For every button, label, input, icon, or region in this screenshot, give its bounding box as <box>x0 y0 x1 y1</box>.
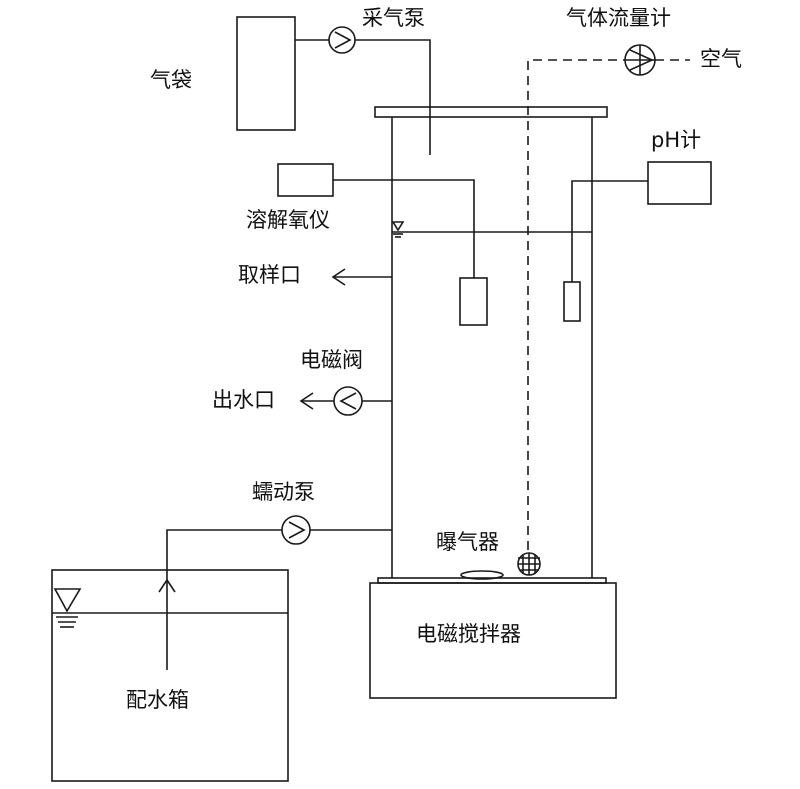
solenoid-valve-label: 电磁阀 <box>300 348 363 372</box>
ph-meter-label: pH计 <box>651 128 702 152</box>
do-meter-label: 溶解氧仪 <box>246 208 330 232</box>
feed-flow-arrow <box>158 578 176 593</box>
reactor-water-level-icon <box>391 221 405 238</box>
gas-flowmeter-label: 气体流量计 <box>566 6 671 30</box>
do-meter-box <box>277 163 334 197</box>
gas-bag-label: 气袋 <box>150 68 192 92</box>
feed-line-tank-to-pump <box>166 529 282 670</box>
do-probe <box>459 277 488 326</box>
water-outlet-arrow <box>299 392 314 410</box>
gas-flowmeter-symbol <box>624 44 656 76</box>
sampling-pump-label: 采气泵 <box>362 6 425 30</box>
air-label: 空气 <box>700 47 742 71</box>
air-dashed-line <box>527 59 625 550</box>
sampling-port-label: 取样口 <box>238 263 301 287</box>
water-outlet-label: 出水口 <box>212 388 275 412</box>
solenoid-valve-symbol <box>333 386 363 416</box>
water-tank-label: 配水箱 <box>126 688 189 712</box>
ph-meter-box <box>647 161 712 205</box>
gas-bag-box <box>236 16 296 131</box>
ph-probe <box>563 281 581 322</box>
aerator-symbol <box>517 552 541 576</box>
ph-probe-cable <box>571 180 648 282</box>
tank-water-level-icon <box>53 588 82 628</box>
peristaltic-pump-symbol <box>281 515 311 545</box>
sampling-pump-symbol <box>328 26 356 54</box>
reactor-top-lid <box>374 106 608 118</box>
do-probe-cable <box>333 179 475 278</box>
magnetic-stirrer-box <box>369 582 617 699</box>
stir-bar <box>460 570 504 580</box>
water-tank-box <box>51 569 289 782</box>
aerator-label: 曝气器 <box>436 530 499 554</box>
magnetic-stirrer-label: 电磁搅拌器 <box>416 622 521 646</box>
peristaltic-pump-label: 蠕动泵 <box>252 480 315 504</box>
sampling-port-arrow <box>331 268 346 286</box>
